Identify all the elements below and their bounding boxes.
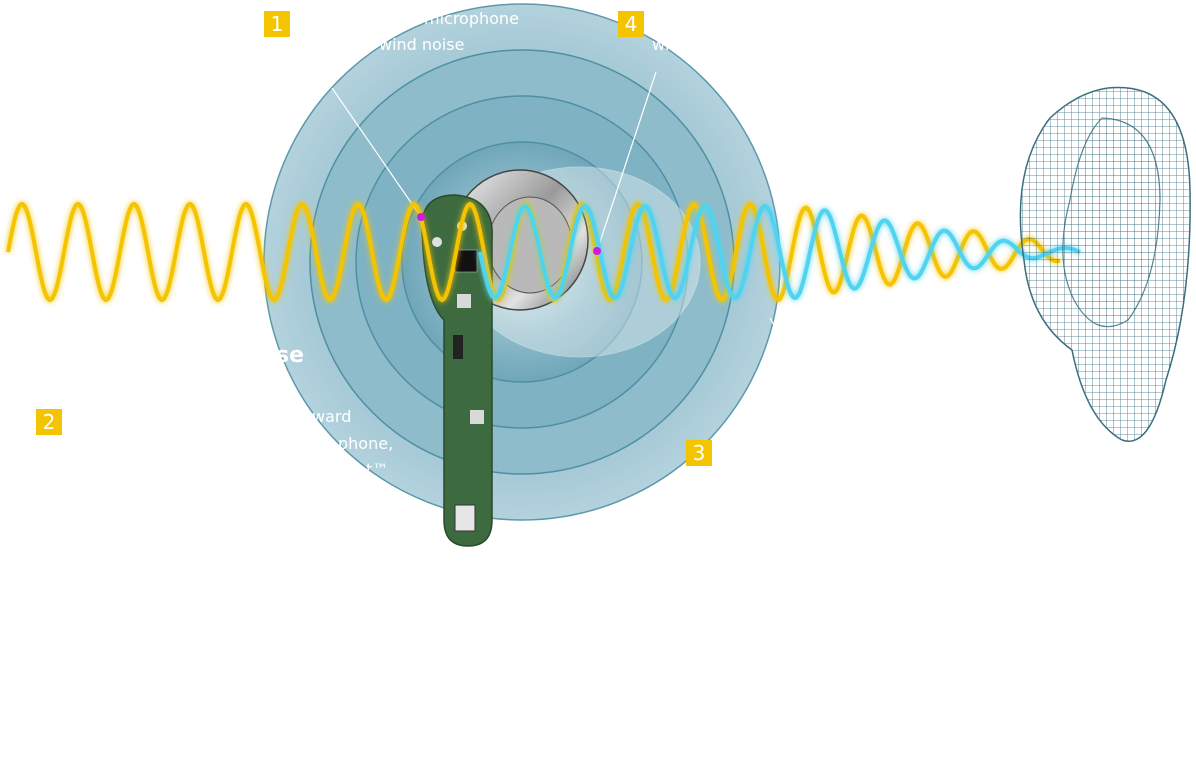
ear-wireframe-illustration [1019, 86, 1191, 442]
badge-1: 1 [264, 11, 290, 37]
callout-lines [331, 71, 779, 333]
mic-marker-4 [593, 247, 601, 255]
badge-3: 3 [686, 440, 712, 466]
callout-2-title: se [276, 343, 305, 368]
callout-1-text-line1: microphone [424, 9, 519, 28]
pcb-screw [432, 237, 442, 247]
pcb-stem [421, 194, 493, 547]
callout-line-1 [331, 87, 422, 218]
callout-line-3 [769, 317, 779, 333]
badge-4: 4 [618, 11, 644, 37]
callout-2-text-line3: t™ [366, 460, 389, 479]
ear-inner [1062, 117, 1161, 328]
callout-2-text-line1: ward [312, 407, 352, 426]
badge-2: 2 [36, 409, 62, 435]
chip-icon [454, 249, 478, 273]
callout-4-text-line1: wh [652, 35, 676, 54]
mic-marker-1 [417, 213, 425, 221]
pcb-component [453, 335, 463, 359]
pcb-component [457, 294, 471, 308]
pcb-component [470, 410, 484, 424]
callout-1-text-line2: wind noise [379, 35, 465, 54]
callout-2-text-line2: phone, [338, 434, 394, 453]
wave-cyan [478, 204, 1081, 300]
callout-line-4 [596, 71, 657, 252]
pcb-component [454, 504, 476, 532]
